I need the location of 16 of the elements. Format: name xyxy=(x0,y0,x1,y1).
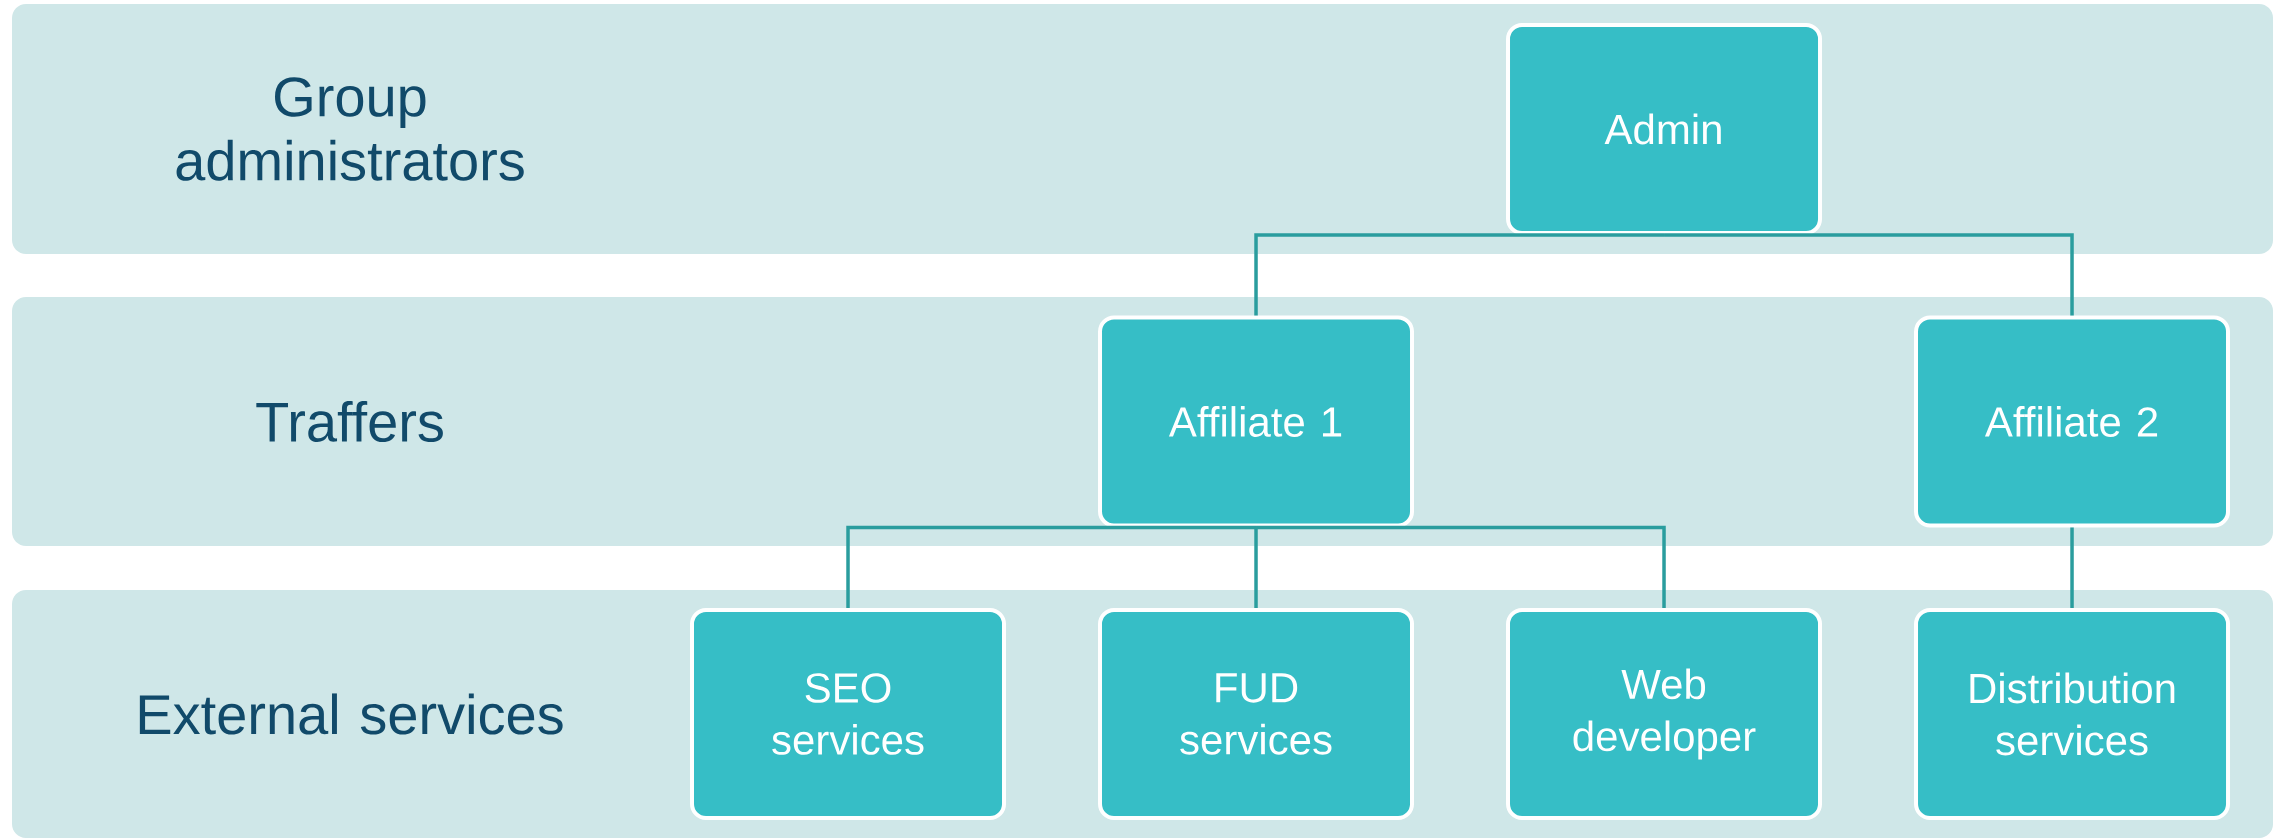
role-box: Affiliate 1 xyxy=(1098,315,1414,528)
connector-line xyxy=(1256,525,1666,608)
role-box: Web developer xyxy=(1506,608,1822,820)
connector-line xyxy=(2070,527,2074,608)
band-label: External services xyxy=(139,693,563,735)
role-box: Affiliate 2 xyxy=(1914,315,2231,528)
band-label: Traffers xyxy=(256,400,443,443)
connector-line xyxy=(1254,527,1258,608)
connector-line xyxy=(846,525,1256,608)
connector-line xyxy=(1254,233,1664,316)
role-box: FUD services xyxy=(1098,608,1414,820)
role-box: Distribution services xyxy=(1914,608,2231,820)
band-label: Group administrators xyxy=(176,77,524,181)
role-box: SEO services xyxy=(690,608,1006,820)
role-box: Admin xyxy=(1506,23,1822,235)
connector-line xyxy=(1664,233,2074,316)
